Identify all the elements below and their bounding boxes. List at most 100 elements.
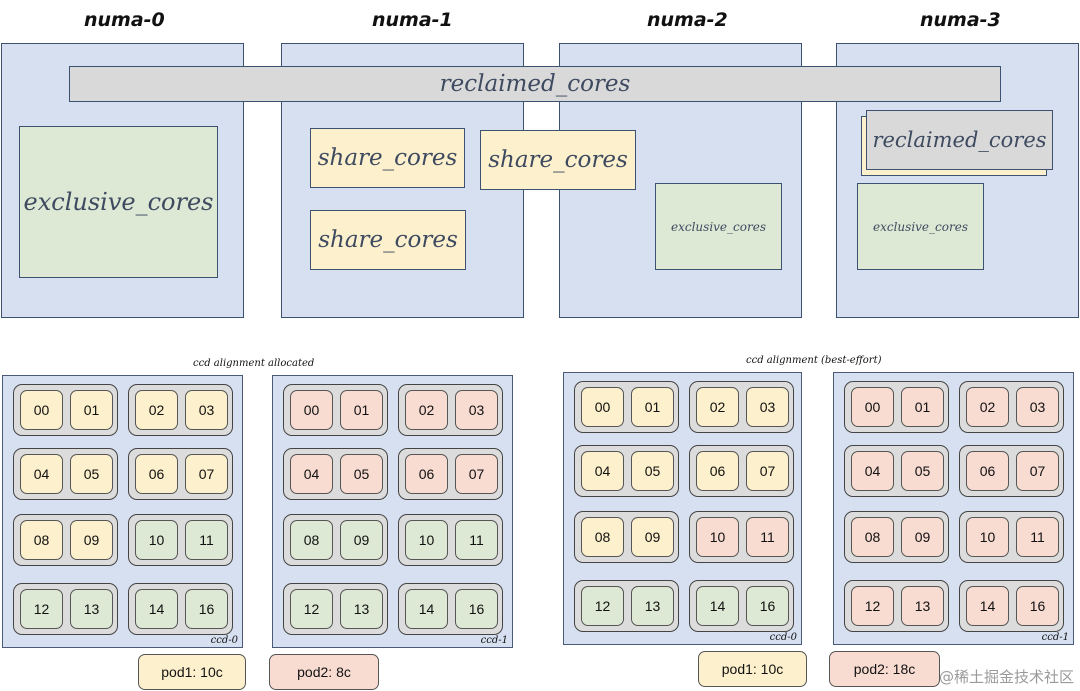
cpu-core: 00 (20, 390, 63, 430)
cpu-core: 10 (135, 520, 178, 560)
cpu-core: 13 (631, 586, 674, 626)
cpu-core: 16 (1016, 586, 1059, 626)
cpu-core: 11 (185, 520, 228, 560)
cpu-core: 04 (851, 451, 894, 491)
cpu-core: 04 (581, 451, 624, 491)
cpu-core: 08 (851, 517, 894, 557)
numa3-reclaimed-cores: reclaimed_cores (866, 110, 1053, 170)
numa3-exclusive-cores: exclusive_cores (857, 183, 984, 270)
cpu-core: 06 (135, 454, 178, 494)
cpu-core: 14 (135, 589, 178, 629)
cpu-core: 05 (901, 451, 944, 491)
cpu-core: 06 (966, 451, 1009, 491)
cpu-core: 07 (455, 454, 498, 494)
cpu-core: 05 (631, 451, 674, 491)
cpu-core: 05 (340, 454, 383, 494)
cpu-core: 14 (405, 589, 448, 629)
cpu-core: 16 (185, 589, 228, 629)
cpu-core: 05 (70, 454, 113, 494)
numa1-share-cores-b: share_cores (310, 210, 466, 270)
cpu-core: 08 (20, 520, 63, 560)
cpu-core: 11 (455, 520, 498, 560)
cpu-core: 00 (290, 390, 333, 430)
pod1-legend: pod1: 10c (138, 654, 246, 690)
cpu-core: 13 (901, 586, 944, 626)
pod2-legend: pod2: 18c (829, 651, 940, 687)
ccd-label: ccd-0 (769, 632, 797, 643)
cpu-core: 10 (966, 517, 1009, 557)
cpu-core: 03 (1016, 387, 1059, 427)
numa2-exclusive-cores: exclusive_cores (655, 183, 782, 270)
cpu-core: 01 (901, 387, 944, 427)
numa1-share-cores-a: share_cores (310, 128, 465, 188)
cpu-core: 12 (20, 589, 63, 629)
cpu-core: 09 (901, 517, 944, 557)
numa-3-title: numa-3 (920, 9, 1001, 31)
numa-2-title: numa-2 (647, 9, 728, 31)
cpu-core: 03 (455, 390, 498, 430)
cpu-core: 04 (20, 454, 63, 494)
cpu-core: 07 (185, 454, 228, 494)
cpu-core: 14 (696, 586, 739, 626)
cpu-core: 10 (696, 517, 739, 557)
cpu-core: 01 (340, 390, 383, 430)
cpu-core: 13 (340, 589, 383, 629)
ccd-label: ccd-1 (480, 635, 508, 646)
cpu-core: 11 (746, 517, 789, 557)
cpu-core: 12 (290, 589, 333, 629)
cpu-core: 16 (746, 586, 789, 626)
cpu-core: 12 (581, 586, 624, 626)
cpu-core: 00 (581, 387, 624, 427)
pod1-legend: pod1: 10c (698, 651, 807, 687)
cpu-core: 08 (581, 517, 624, 557)
cpu-core: 11 (1016, 517, 1059, 557)
reclaimed-cores-bar: reclaimed_cores (69, 66, 1001, 102)
cpu-core: 06 (405, 454, 448, 494)
cpu-core: 00 (851, 387, 894, 427)
cpu-core: 09 (631, 517, 674, 557)
cpu-core: 12 (851, 586, 894, 626)
cpu-core: 03 (746, 387, 789, 427)
cpu-core: 02 (135, 390, 178, 430)
cpu-core: 02 (966, 387, 1009, 427)
cpu-core: 06 (696, 451, 739, 491)
cpu-core: 14 (966, 586, 1009, 626)
watermark: @稀土掘金技术社区 (938, 668, 1074, 686)
cpu-core: 13 (70, 589, 113, 629)
cpu-core: 02 (405, 390, 448, 430)
cpu-core: 09 (340, 520, 383, 560)
cpu-core: 08 (290, 520, 333, 560)
cpu-core: 10 (405, 520, 448, 560)
cpu-core: 09 (70, 520, 113, 560)
numa-0-title: numa-0 (84, 9, 165, 31)
cpu-core: 03 (185, 390, 228, 430)
